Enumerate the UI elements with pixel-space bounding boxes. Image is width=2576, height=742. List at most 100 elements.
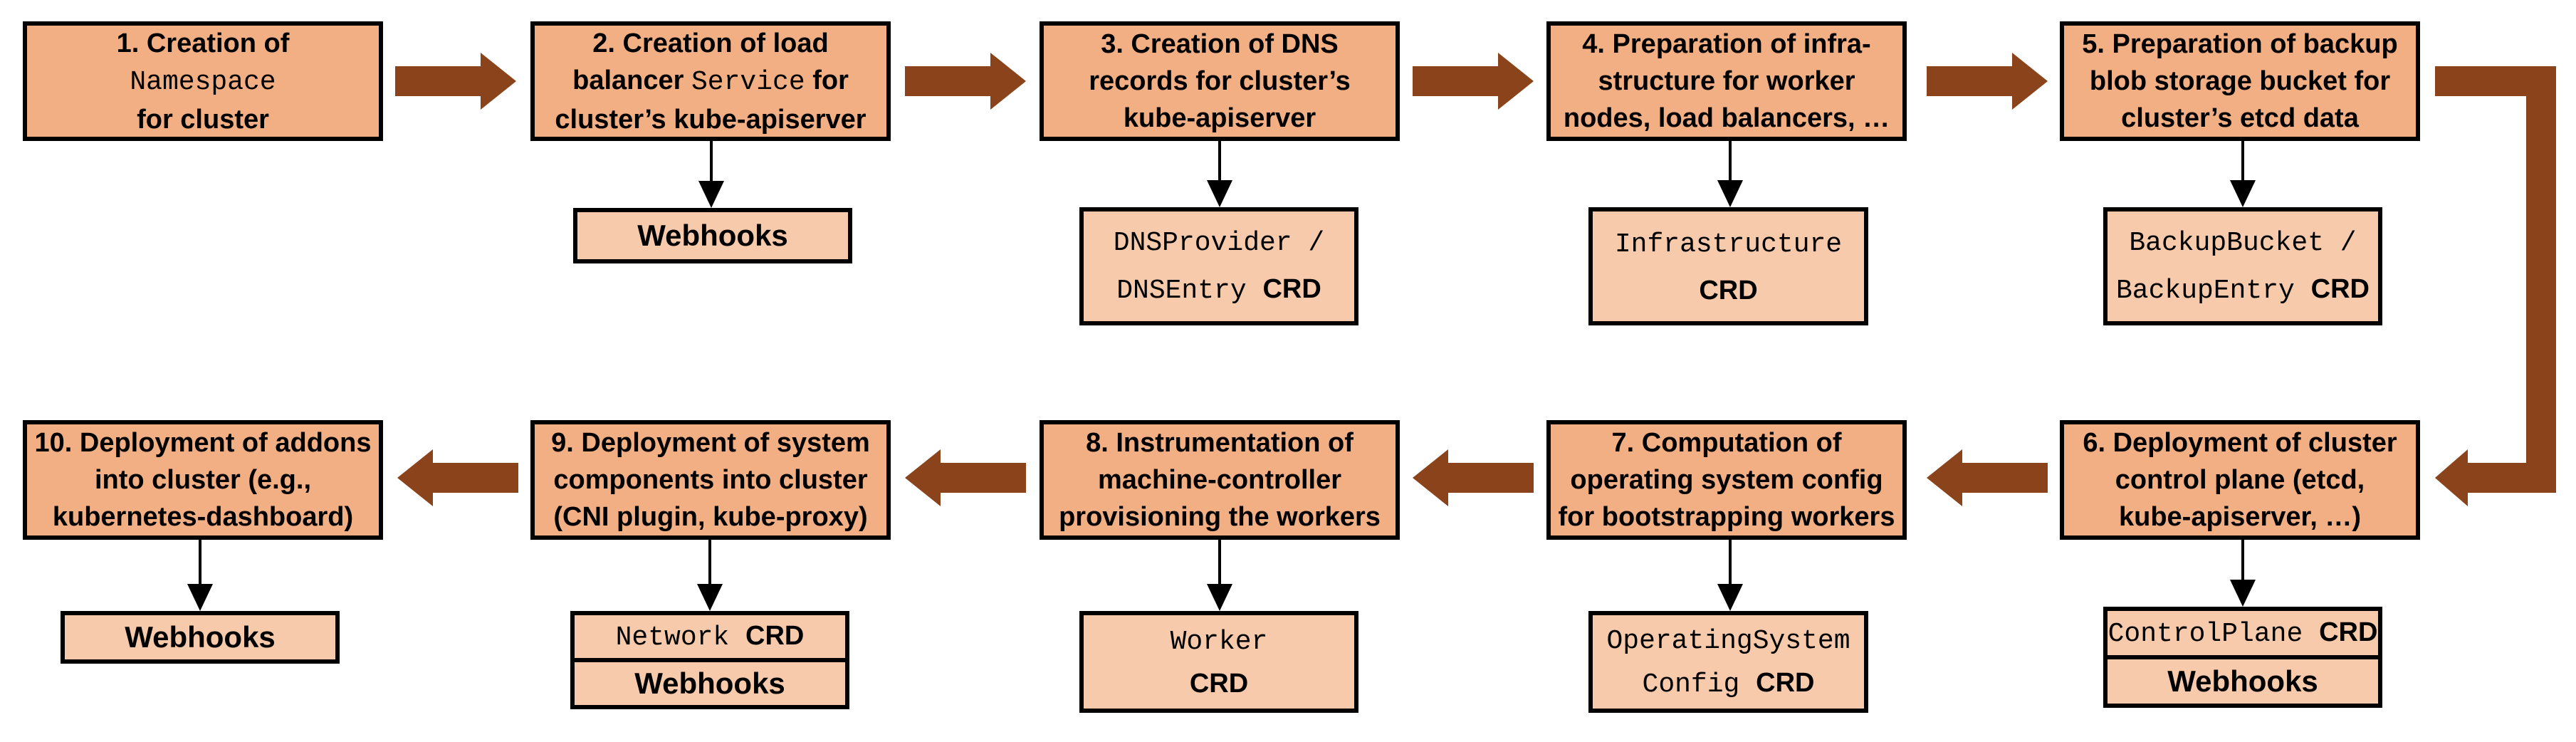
step-text: 5. Preparation of backup [2082,29,2398,59]
connector-line [2241,540,2244,582]
flow-arrow-left-icon [1927,449,2048,506]
arrow-head [1413,449,1448,506]
step-box-9: 9. Deployment of system components into … [530,420,891,540]
arrow-head [397,449,433,506]
crd-label: CRD [2310,274,2370,304]
step-text: provisioning the workers [1059,502,1381,532]
step-text: 3. Creation of DNS [1101,29,1339,59]
webhooks-box-step9: Webhooks [570,658,849,709]
arrow-head [1498,53,1534,110]
step-box-1: 1. Creation of Namespace for cluster [23,21,383,141]
code-text: Config [1642,669,1756,700]
step-text: cluster’s kube-apiserver [555,104,866,135]
step-text: balancer Service for [572,65,849,98]
step-text: operating system config [1570,465,1883,495]
arrow-head [990,53,1026,110]
arrow-shaft [1413,66,1498,96]
webhooks-box-step2: Webhooks [573,208,852,263]
step-box-10: 10. Deployment of addons into cluster (e… [23,420,383,540]
connector-arrow-down-icon [1207,584,1232,611]
code-text: OperatingSystem [1606,625,1850,657]
arrow-head [2012,53,2048,110]
webhooks-label: Webhooks [125,620,276,654]
step-box-4: 4. Preparation of infra- structure for w… [1546,21,1907,141]
arrow-shaft [1927,66,2012,96]
step-text: 1. Creation of [116,28,290,58]
arrow-shaft [941,463,1026,493]
step-text: into cluster (e.g., [94,465,312,495]
crd-label: CRD [1756,667,1815,698]
connector-arrow-down-icon [1207,180,1232,207]
step-text: 2. Creation of load [592,28,829,58]
step-box-7: 7. Computation of operating system confi… [1546,420,1907,540]
crd-label: CRD [1699,275,1758,305]
crd-label: CRD [745,620,805,651]
crd-text: CRD [1699,268,1757,313]
step-text: (CNI plugin, kube-proxy) [553,502,868,532]
elbow-vertical-segment [2526,66,2556,493]
connector-line [710,141,713,185]
connector-line [1729,540,1732,587]
step-text: 9. Deployment of system [551,428,870,458]
crd-text: ControlPlane CRD [2108,610,2378,657]
connector-arrow-down-icon [2230,580,2256,607]
arrow-head [905,449,941,506]
controlplane-crd-box: ControlPlane CRD [2103,607,2382,659]
arrow-head [481,53,516,110]
crd-text: Config CRD [1643,662,1815,706]
webhooks-box-step6: Webhooks [2103,655,2382,708]
step-box-8: 8. Instrumentation of machine-controller… [1040,420,1400,540]
step-text: blob storage bucket for [2089,66,2391,96]
crd-label: CRD [1189,669,1249,699]
crd-text: DNSProvider / [1114,219,1324,266]
webhooks-box-step10: Webhooks [61,611,340,664]
step-text: machine-controller [1097,465,1342,495]
step-text: 10. Deployment of addons [34,428,372,458]
arrow-head [2435,449,2468,506]
step-text: 7. Computation of [1611,428,1842,458]
connector-arrow-down-icon [2230,180,2256,207]
webhooks-label: Webhooks [634,667,785,700]
webhooks-label: Webhooks [637,219,788,252]
connector-arrow-down-icon [697,584,723,611]
flow-arrow-left-icon [905,449,1026,506]
step-text: kube-apiserver [1123,103,1316,133]
backupbucket-backupentry-crd-box: BackupBucket / BackupEntry CRD [2103,207,2382,325]
crd-text: DNSEntry CRD [1116,266,1321,314]
flow-arrow-right-icon [905,53,1026,110]
code-text: DNSProvider / [1113,228,1325,258]
infrastructure-crd-box: Infrastructure CRD [1588,207,1868,325]
arrow-shaft [395,66,481,96]
crd-text: CRD [1190,663,1248,704]
operatingsystemconfig-crd-box: OperatingSystem Config CRD [1588,611,1868,713]
step-text: kube-apiserver, …) [2118,502,2362,532]
code-text: Infrastructure [1614,229,1843,260]
code-text: ControlPlane [2108,618,2320,649]
code-text: BackupEntry [2116,276,2311,306]
webhooks-label: Webhooks [2167,664,2318,698]
crd-text: Infrastructure [1615,220,1842,268]
code-text: Service [691,66,805,98]
step-text: 8. Instrumentation of [1086,428,1354,458]
step-text: 6. Deployment of cluster [2083,428,2397,458]
crd-text: BackupBucket / [2129,219,2356,266]
elbow-bottom-segment [2468,463,2556,493]
crd-label: CRD [2319,617,2378,647]
connector-line [2241,141,2244,184]
connector-line [1729,141,1732,184]
flow-arrow-right-icon [1927,53,2048,110]
arrow-head [1927,449,1962,506]
network-crd-box: Network CRD [570,611,849,662]
arrow-shaft [1448,463,1534,493]
dnsprovider-dnsentry-crd-box: DNSProvider / DNSEntry CRD [1079,207,1358,325]
step-text: control plane (etcd, [2115,465,2365,495]
code-text: Namespace [130,66,276,98]
flow-arrow-right-icon [1413,53,1534,110]
connector-line [199,540,201,587]
connector-arrow-down-icon [187,584,213,611]
flow-arrow-right-icon [395,53,516,110]
arrow-shaft [1962,463,2048,493]
flow-arrow-left-icon [397,449,518,506]
crd-text: Network CRD [616,613,805,661]
